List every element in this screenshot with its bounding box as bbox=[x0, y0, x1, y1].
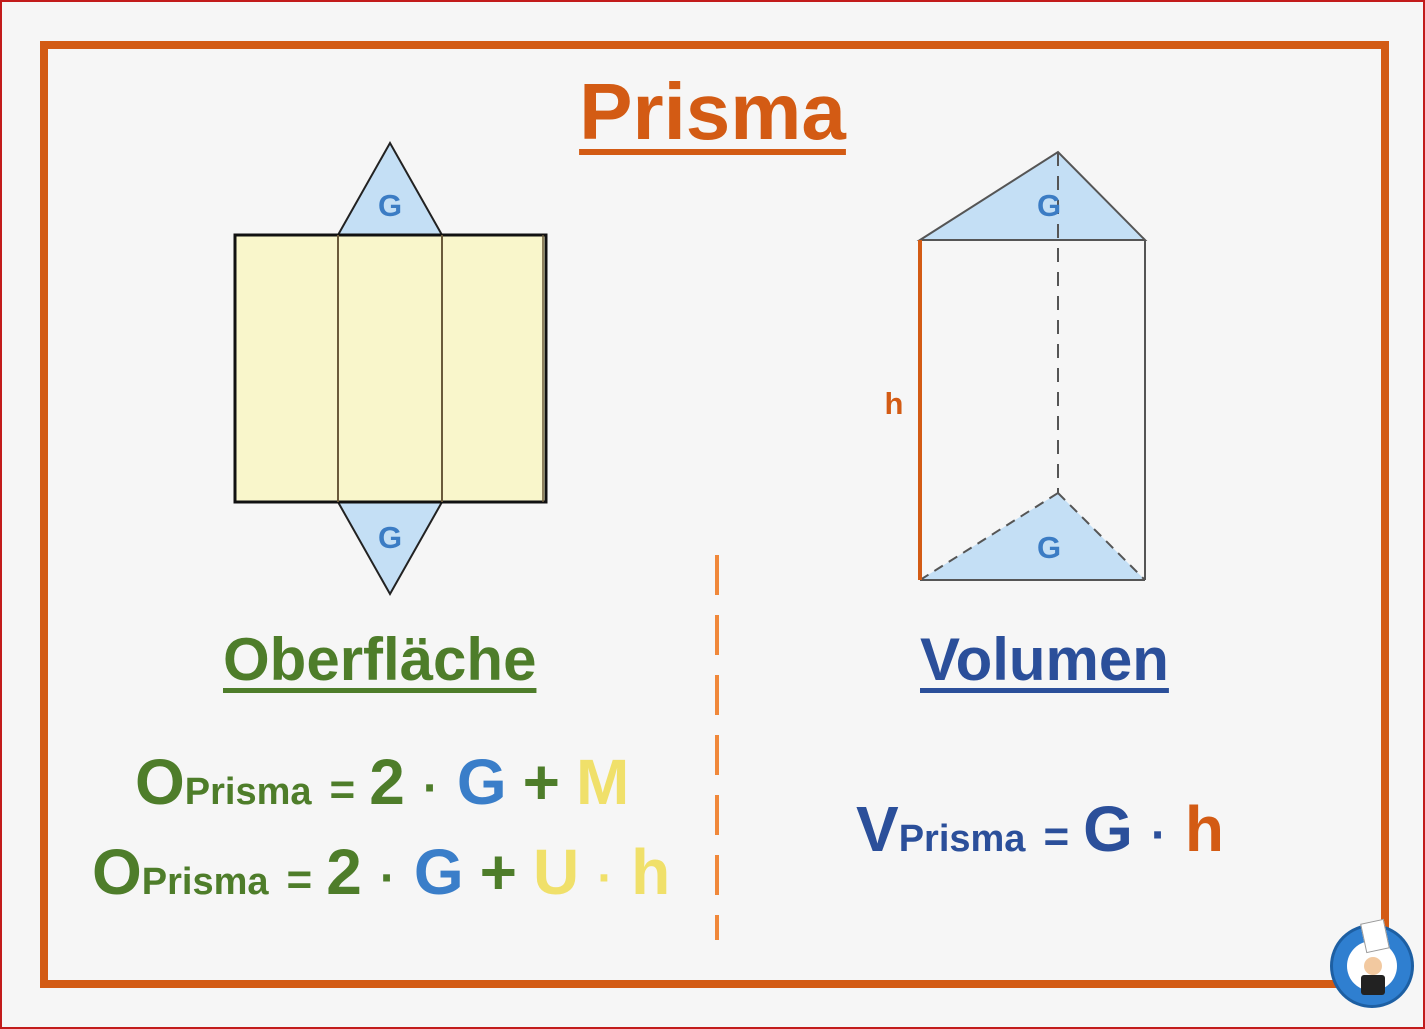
f2-h: h bbox=[631, 836, 671, 908]
surface-heading-text: Oberfläche bbox=[223, 626, 537, 693]
logo-badge bbox=[1330, 918, 1414, 1008]
f1-dot: · bbox=[422, 762, 439, 815]
f3-eq: = bbox=[1043, 812, 1070, 861]
volume-heading-text: Volumen bbox=[920, 626, 1169, 693]
logo-hat-icon bbox=[1361, 975, 1385, 995]
height-label: h bbox=[885, 386, 904, 421]
f2-dot2: · bbox=[597, 852, 614, 905]
prism-top-label: G bbox=[1037, 188, 1061, 223]
f1-sub: Prisma bbox=[184, 771, 312, 813]
f3-sub: Prisma bbox=[898, 818, 1026, 860]
f1-m: M bbox=[575, 746, 630, 818]
surface-formula-1: OPrisma = 2 · G+M bbox=[135, 745, 629, 819]
net-top-label: G bbox=[378, 188, 402, 223]
page-title: Prisma bbox=[0, 66, 1425, 158]
net-bottom-label: G bbox=[378, 520, 402, 555]
title-text: Prisma bbox=[579, 67, 846, 156]
surface-heading: Oberfläche bbox=[223, 625, 536, 694]
f3-var: V bbox=[856, 793, 899, 865]
prism-bottom-base bbox=[920, 493, 1145, 580]
f1-two: 2 bbox=[369, 746, 405, 818]
prism-hidden-edge-2 bbox=[1057, 492, 1146, 581]
f2-plus: + bbox=[479, 836, 517, 908]
f2-sub: Prisma bbox=[141, 861, 269, 903]
f2-u: U bbox=[532, 836, 580, 908]
prism-top-base bbox=[916, 150, 1148, 241]
f1-var: O bbox=[135, 746, 185, 818]
f3-g: G bbox=[1083, 793, 1133, 865]
f2-var: O bbox=[92, 836, 142, 908]
f1-eq: = bbox=[329, 765, 356, 814]
poster-frame bbox=[40, 41, 1389, 988]
f2-eq: = bbox=[286, 855, 313, 904]
f2-two: 2 bbox=[326, 836, 362, 908]
f2-g: G bbox=[413, 836, 464, 908]
prism-3d: G G h bbox=[885, 150, 1148, 581]
volume-formula: VPrisma = G · h bbox=[856, 792, 1224, 866]
prism-bottom-label: G bbox=[1037, 530, 1061, 565]
net-lateral-surface bbox=[233, 233, 548, 504]
prism-net: G G bbox=[233, 140, 548, 597]
f1-plus: + bbox=[522, 746, 560, 818]
f3-dot: · bbox=[1150, 809, 1167, 862]
logo-face-icon bbox=[1364, 957, 1382, 975]
f1-g: G bbox=[456, 746, 507, 818]
f2-dot1: · bbox=[379, 852, 396, 905]
volume-heading: Volumen bbox=[920, 625, 1169, 694]
f3-h: h bbox=[1184, 793, 1224, 865]
surface-formula-2: OPrisma = 2 · G+U · h bbox=[92, 835, 670, 909]
